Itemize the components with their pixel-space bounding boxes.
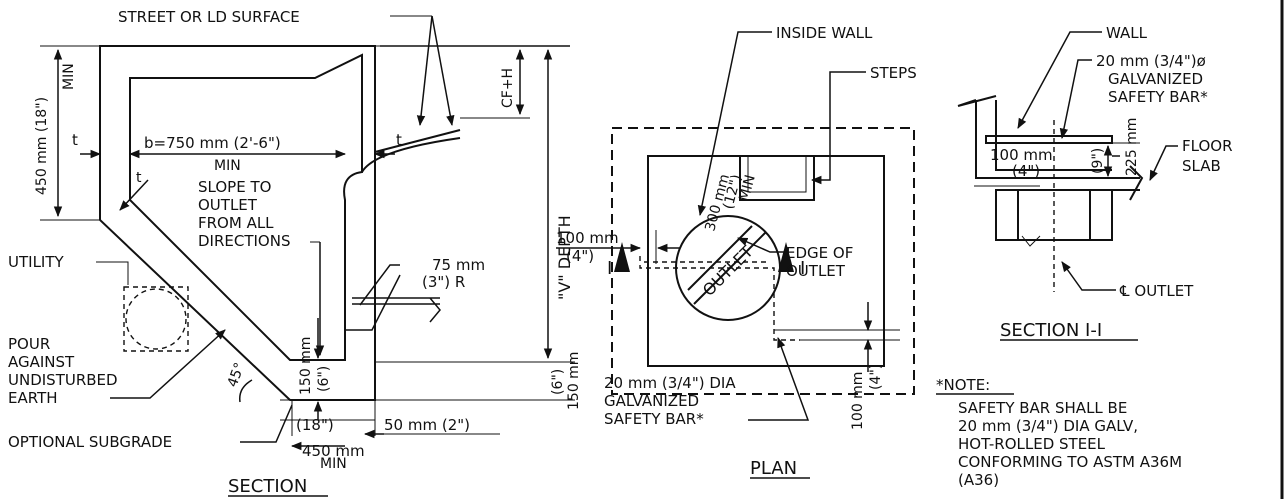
dim-150-inside-2: (6") <box>316 366 332 392</box>
t-right-label: t <box>396 131 402 149</box>
s11-safety-bar <box>985 135 1113 144</box>
plan-bar-note-1: 20 mm (3/4") DIA <box>604 374 736 392</box>
radius-label: 75 mm <box>432 256 485 274</box>
section-view: 450 mm (18") MIN STREET OR LD SURFACE CF… <box>8 8 582 497</box>
dim-150-inside: 150 mm <box>298 337 314 395</box>
street-surface-label: STREET OR LD SURFACE <box>118 8 300 26</box>
t-diag-label: t <box>136 170 142 186</box>
slope-note-line-4: DIRECTIONS <box>198 232 290 250</box>
cut-marker-right: I <box>800 258 805 279</box>
plan-safety-bar <box>639 256 800 341</box>
dim-100-vert-in: (4") <box>868 364 884 390</box>
s11-dim-100: 100 mm <box>990 146 1053 164</box>
s11-floor-label-2: SLAB <box>1182 157 1221 175</box>
dim-450-bottom-in: (18") <box>296 416 334 434</box>
pour-note-1: POUR <box>8 335 50 353</box>
note-line-1: SAFETY BAR SHALL BE <box>958 399 1127 417</box>
pour-note-4: EARTH <box>8 389 58 407</box>
dim-100-vert: 100 mm <box>850 372 866 430</box>
s11-dim-225: 225 mm <box>1124 118 1140 176</box>
note-line-4: CONFORMING TO ASTM A36M <box>958 453 1182 471</box>
dim-150-outside: 150 mm <box>566 352 582 410</box>
radius-label-2: (3") R <box>422 273 465 291</box>
utility-pipe <box>125 288 187 350</box>
section-1-1-view: ℄ OUTLET WALL 20 mm (3/4")ø GALVANIZED S… <box>957 24 1233 341</box>
dim-100-plan: 100 mm <box>556 229 619 247</box>
s11-bar-note-2: GALVANIZED <box>1108 70 1203 88</box>
section-title: SECTION <box>228 476 307 497</box>
inside-wall-label: INSIDE WALL <box>776 24 873 42</box>
s11-floor-label-1: FLOOR <box>1182 137 1233 155</box>
width-min-label: MIN <box>214 158 241 174</box>
edge-outlet-2: OUTLET <box>786 262 846 280</box>
plan-outer-dashed <box>611 127 915 395</box>
s11-bar-note-1: 20 mm (3/4")ø <box>1096 52 1206 70</box>
dim-50-label: 50 mm (2") <box>384 416 470 434</box>
section-inner-wall <box>129 53 363 361</box>
dim-150-outside-2: (6") <box>550 369 566 395</box>
note-line-5: (A36) <box>958 471 999 489</box>
dim-300-min: MIN <box>736 173 758 203</box>
s11-centerline-label: ℄ OUTLET <box>1119 282 1194 300</box>
edge-outlet-1: EDGE OF <box>786 244 853 262</box>
subgrade-label: OPTIONAL SUBGRADE <box>8 433 172 451</box>
dim-450-bottom-min: MIN <box>320 456 347 472</box>
note-line-2: 20 mm (3/4") DIA GALV, <box>958 417 1138 435</box>
pour-note-3: UNDISTURBED <box>8 371 118 389</box>
utility-label: UTILITY <box>8 253 65 271</box>
width-dim-label: b=750 mm (2'-6") <box>144 134 281 152</box>
apron <box>361 129 461 173</box>
cut-marker-left: I <box>607 258 612 279</box>
angle-label: 45° <box>225 361 249 390</box>
s11-title: SECTION I-I <box>1000 320 1102 341</box>
s11-dim-100-in: (4") <box>1012 162 1040 180</box>
plan-title: PLAN <box>750 458 797 479</box>
steps-label: STEPS <box>870 64 917 82</box>
s11-bar-note-3: SAFETY BAR* <box>1108 88 1208 106</box>
dim-100-plan-in: (4") <box>566 247 594 265</box>
s11-wall-outline <box>975 100 1112 179</box>
s11-dim-225-in: (9") <box>1090 148 1106 174</box>
dim-450-18-label: 450 mm (18") <box>34 97 50 195</box>
t-left-label: t <box>72 131 78 149</box>
dim-450-min-label: MIN <box>61 63 77 90</box>
utility-box <box>123 286 189 352</box>
plan-view: OUTLET I I INSIDE WALL STEPS 300 mm (12"… <box>556 24 917 479</box>
note-heading: *NOTE: <box>936 376 990 394</box>
slope-note-line-3: FROM ALL <box>198 214 274 232</box>
plan-bar-note-2: GALVANIZED <box>604 392 699 410</box>
v-depth-label: "V" DEPTH <box>555 215 574 300</box>
note-line-3: HOT-ROLLED STEEL <box>958 435 1106 453</box>
slope-note-line-2: OUTLET <box>198 196 258 214</box>
plan-bar-note-3: SAFETY BAR* <box>604 410 704 428</box>
pour-note-2: AGAINST <box>8 353 75 371</box>
s11-wall-label: WALL <box>1106 24 1148 42</box>
slope-note-line-1: SLOPE TO <box>198 178 271 196</box>
general-note: *NOTE: SAFETY BAR SHALL BE 20 mm (3/4") … <box>936 376 1182 489</box>
cf-h-label: CF+H <box>500 68 516 108</box>
